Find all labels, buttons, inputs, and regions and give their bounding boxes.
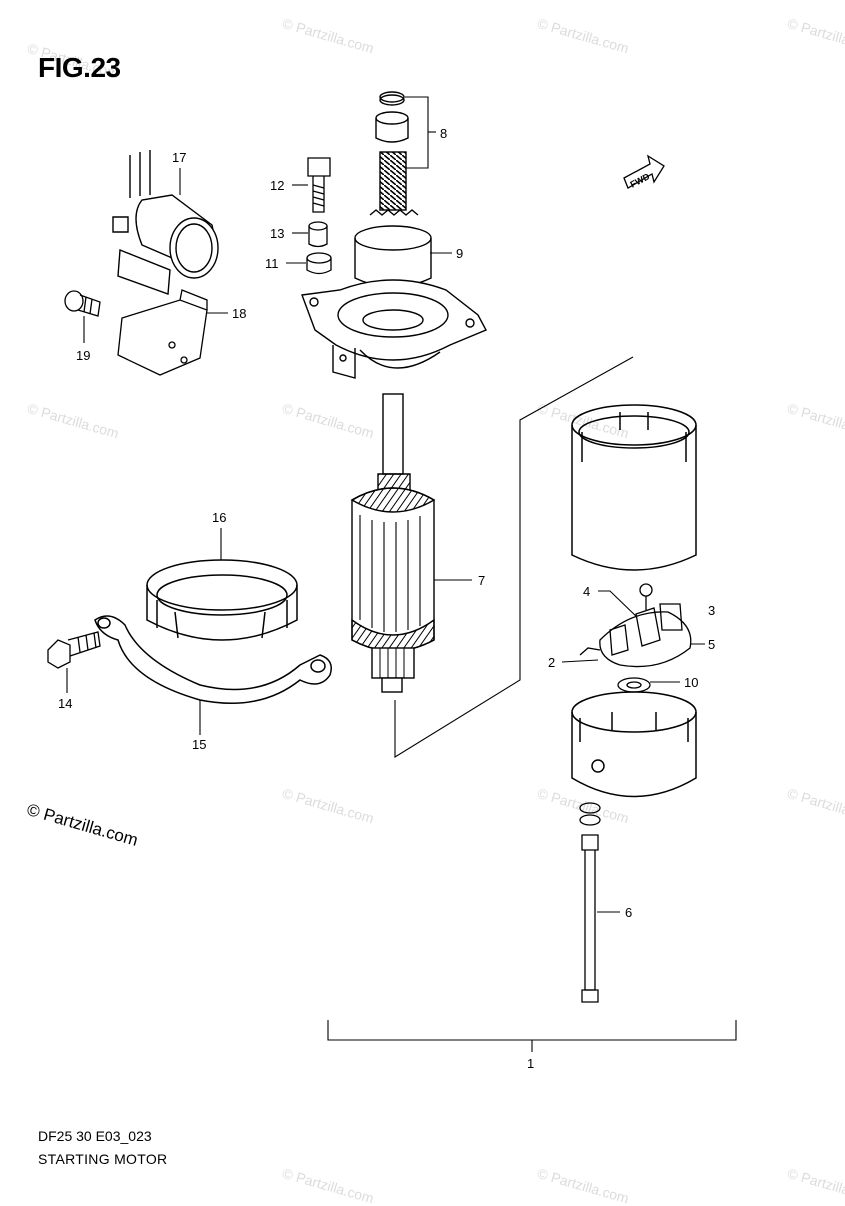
part-7-armature: [350, 393, 436, 693]
yoke-housing: [571, 404, 697, 571]
callout-9: 9: [456, 246, 463, 261]
leader-lines: [66, 96, 737, 1052]
callout-13: 13: [270, 226, 284, 241]
fwd-arrow-icon: FWD: [623, 154, 665, 190]
part-8-spring-set: [375, 91, 409, 211]
callout-15: 15: [192, 737, 206, 752]
part-9-pinion-housing: [301, 209, 487, 379]
callout-labels: 1 2 3 4 5 6 7 8 9 10 11 12 13 14 15 16 1…: [58, 126, 715, 1071]
part-15-strap: [94, 615, 332, 705]
callout-6: 6: [625, 905, 632, 920]
callout-16: 16: [212, 510, 226, 525]
rear-bracket: [571, 691, 697, 798]
callout-11: 11: [265, 256, 279, 271]
callout-14: 14: [58, 696, 72, 711]
part-13-collar: [308, 221, 328, 248]
callout-1: 1: [527, 1056, 534, 1071]
callout-8: 8: [440, 126, 447, 141]
callout-7: 7: [478, 573, 485, 588]
part-19-bolt: [64, 290, 101, 317]
part-12-bolt: [307, 157, 331, 213]
figure-code: DF25 30 E03_023: [38, 1128, 152, 1144]
callout-3: 3: [708, 603, 715, 618]
callout-18: 18: [232, 306, 246, 321]
part-17-solenoid: [112, 150, 219, 295]
part-14-bolt: [47, 631, 101, 669]
figure-caption: STARTING MOTOR: [38, 1151, 168, 1167]
callout-2: 2: [548, 655, 555, 670]
callout-19: 19: [76, 348, 90, 363]
figure-title: FIG.23: [38, 52, 121, 83]
callout-12: 12: [270, 178, 284, 193]
part-10-washer: [617, 677, 651, 693]
callout-17: 17: [172, 150, 186, 165]
part-6-through-bolt: [579, 802, 601, 1003]
part-18-bracket: [117, 289, 208, 376]
part-16-yoke-ring: [146, 559, 298, 641]
callout-4: 4: [583, 584, 590, 599]
callout-10: 10: [684, 675, 698, 690]
brush-holder-assembly: [579, 583, 692, 668]
part-11-collar: [306, 252, 332, 275]
callout-5: 5: [708, 637, 715, 652]
